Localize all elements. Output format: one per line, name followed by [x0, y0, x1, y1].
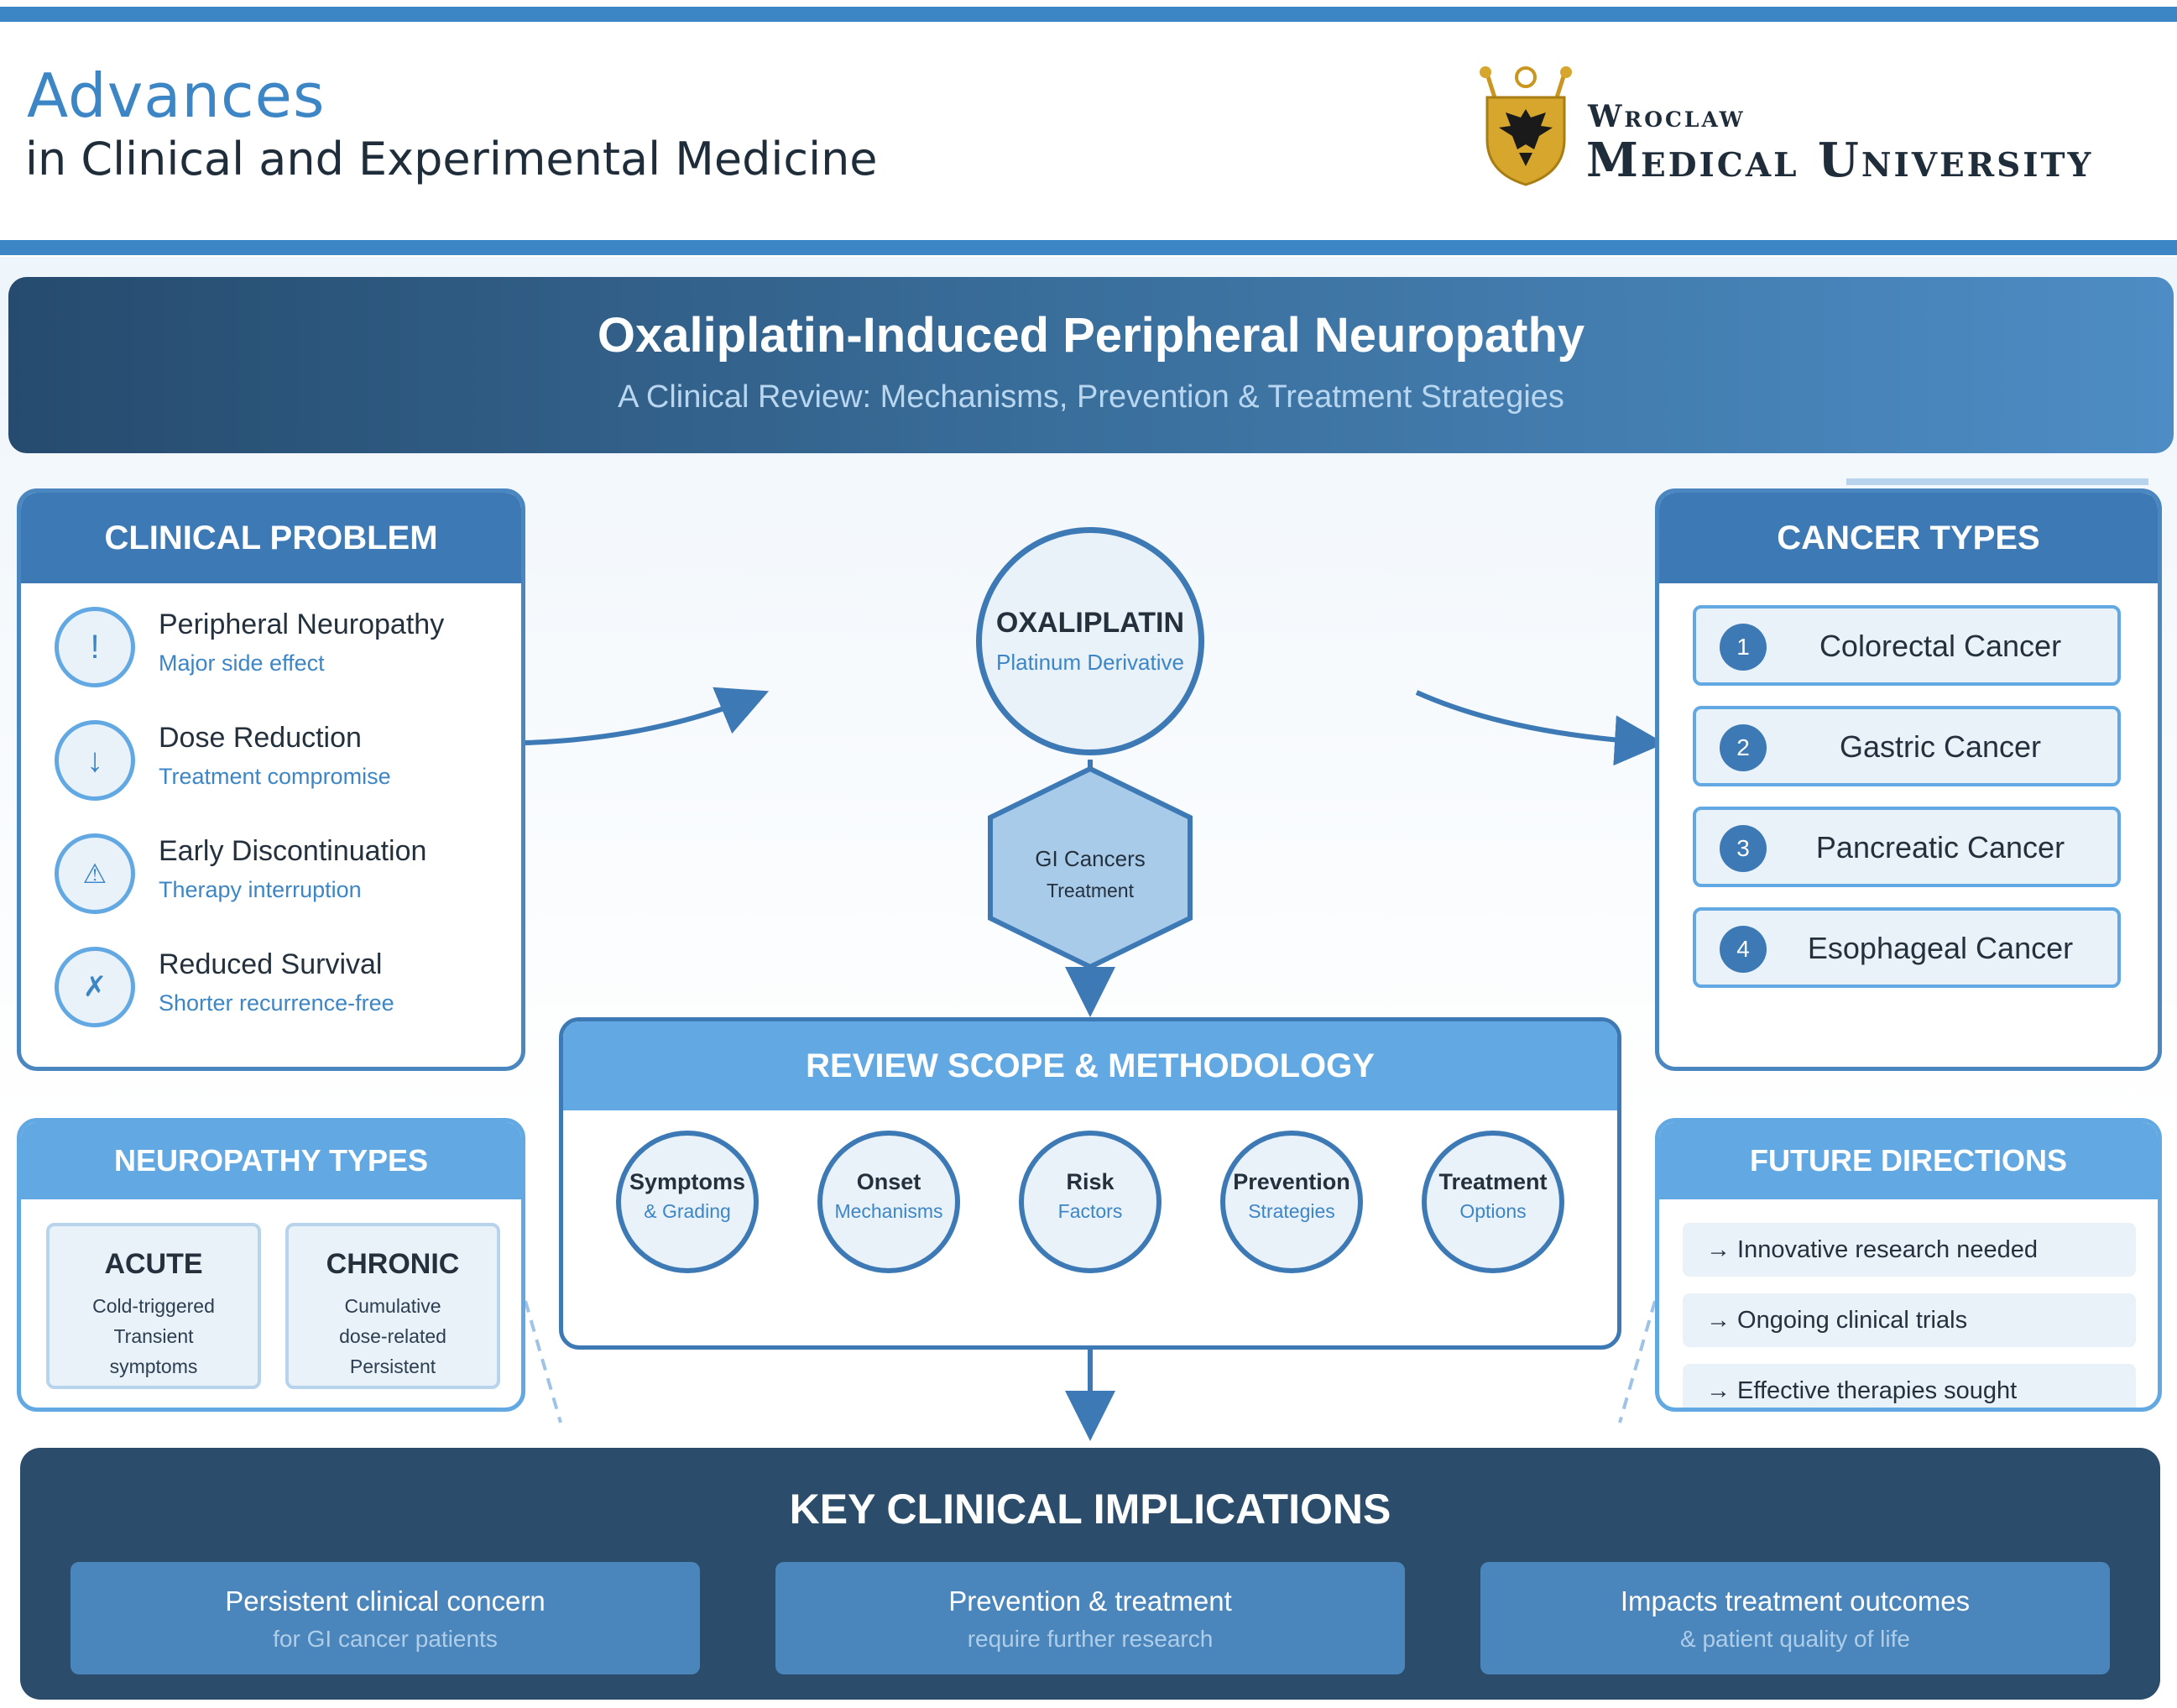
methodology-heading: REVIEW SCOPE & METHODOLOGY	[563, 1021, 1617, 1110]
main-title: Oxaliplatin-Induced Peripheral Neuropath…	[597, 308, 1585, 363]
method-title: Prevention	[1233, 1169, 1350, 1194]
problem-sub: Major side effect	[159, 650, 325, 676]
clinical-problem-heading: CLINICAL PROBLEM	[21, 493, 521, 583]
problem-sub: Treatment compromise	[159, 764, 391, 789]
cancer-label: Esophageal Cancer	[1807, 931, 2074, 965]
down-arrow-icon: ↓	[55, 720, 135, 801]
future-directions-panel: FUTURE DIRECTIONS → Innovative research …	[1655, 1118, 2162, 1412]
method-sub: Mechanisms	[834, 1200, 943, 1222]
chronic-title: CHRONIC	[326, 1248, 460, 1280]
method-symptoms: Symptoms & Grading	[616, 1131, 759, 1273]
method-sub: Options	[1459, 1200, 1527, 1222]
future-directions-heading: FUTURE DIRECTIONS	[1659, 1122, 2158, 1199]
cancer-number-badge: 2	[1720, 724, 1767, 771]
future-item: → Ongoing clinical trials	[1683, 1293, 2136, 1347]
implications-heading: KEY CLINICAL IMPLICATIONS	[789, 1486, 1391, 1533]
cancer-item-gastric: 2 Gastric Cancer	[1693, 706, 2121, 786]
cancer-label: Pancreatic Cancer	[1815, 830, 2065, 864]
cancer-types-heading: CANCER TYPES	[1659, 493, 2158, 583]
chronic-line: Cumulative	[344, 1295, 441, 1317]
neuropathy-types-panel: NEUROPATHY TYPES ACUTE Cold-triggered Tr…	[17, 1118, 525, 1412]
exclamation-icon: !	[55, 607, 135, 687]
header-bottom-rule	[0, 240, 2177, 255]
problem-title: Reduced Survival	[159, 948, 383, 980]
dashed-right-link	[1618, 1300, 1657, 1423]
journal-title-main: Advances	[27, 60, 326, 131]
university-crest-icon	[1480, 66, 1572, 186]
acute-line: symptoms	[109, 1355, 198, 1377]
oxaliplatin-sublabel: Platinum Derivative	[996, 650, 1184, 675]
methodology-panel: REVIEW SCOPE & METHODOLOGY Symptoms & Gr…	[559, 1017, 1621, 1350]
problem-item: ↓ Dose Reduction Treatment compromise	[55, 717, 508, 809]
warning-icon: ⚠	[55, 833, 135, 914]
cancer-label: Colorectal Cancer	[1819, 629, 2062, 663]
implication-title: Prevention & treatment	[948, 1585, 1232, 1617]
hexagon-label: GI Cancers	[1035, 846, 1146, 871]
implication-card: Persistent clinical concern for GI cance…	[70, 1562, 700, 1674]
arrow-drug-to-cancers	[1415, 690, 1665, 766]
implication-card: Impacts treatment outcomes & patient qua…	[1480, 1562, 2110, 1674]
problem-item: ! Peripheral Neuropathy Major side effec…	[55, 603, 508, 696]
problem-sub: Shorter recurrence-free	[159, 990, 394, 1016]
oxaliplatin-label: OXALIPLATIN	[995, 607, 1185, 639]
university-name-main: Medical University	[1586, 133, 2094, 188]
implication-sub: for GI cancer patients	[273, 1626, 498, 1652]
gi-cancers-hexagon	[988, 765, 1193, 970]
method-onset: Onset Mechanisms	[817, 1131, 960, 1273]
cancer-item-colorectal: 1 Colorectal Cancer	[1693, 605, 2121, 686]
cancer-number-badge: 4	[1720, 926, 1767, 973]
acute-title: ACUTE	[104, 1248, 203, 1280]
chronic-line: dose-related	[339, 1325, 446, 1347]
cancer-item-esophageal: 4 Esophageal Cancer	[1693, 907, 2121, 988]
cancer-item-pancreatic: 3 Pancreatic Cancer	[1693, 807, 2121, 887]
top-rule	[0, 7, 2177, 22]
method-risk: Risk Factors	[1019, 1131, 1162, 1273]
problem-title: Dose Reduction	[159, 722, 362, 754]
implication-sub: & patient quality of life	[1680, 1626, 1910, 1652]
problem-sub: Therapy interruption	[159, 877, 362, 902]
accent-rule	[1846, 478, 2148, 485]
future-item: → Effective therapies sought	[1683, 1364, 2136, 1408]
cancer-label: Gastric Cancer	[1839, 729, 2042, 764]
cancer-number-badge: 3	[1720, 825, 1767, 872]
future-item: → Innovative research needed	[1683, 1223, 2136, 1277]
acute-line: Cold-triggered	[92, 1295, 215, 1317]
cancer-number-badge: 1	[1720, 624, 1767, 671]
main-subtitle: A Clinical Review: Mechanisms, Preventio…	[618, 379, 1564, 415]
clinical-problem-panel: CLINICAL PROBLEM ! Peripheral Neuropathy…	[17, 488, 525, 1071]
implication-title: Impacts treatment outcomes	[1620, 1585, 1971, 1617]
chronic-line: Persistent	[349, 1355, 436, 1377]
acute-line: Transient	[113, 1325, 194, 1347]
method-sub: Factors	[1057, 1200, 1123, 1222]
arrow-problem-to-drug	[525, 687, 770, 745]
implications-panel: KEY CLINICAL IMPLICATIONS Persistent cli…	[20, 1448, 2160, 1700]
implication-sub: require further research	[967, 1626, 1214, 1652]
neuropathy-types-heading: NEUROPATHY TYPES	[21, 1122, 521, 1199]
method-title: Risk	[1066, 1169, 1115, 1194]
problem-item: ⚠ Early Discontinuation Therapy interrup…	[55, 830, 508, 922]
method-sub: & Grading	[644, 1200, 731, 1222]
method-title: Treatment	[1438, 1169, 1548, 1194]
problem-item: ✗ Reduced Survival Shorter recurrence-fr…	[55, 943, 508, 1036]
university-name-top: Wroclaw	[1588, 99, 1746, 134]
journal-title-sub: in Clinical and Experimental Medicine	[25, 133, 878, 185]
cancer-types-panel: CANCER TYPES 1 Colorectal Cancer 2 Gastr…	[1655, 488, 2162, 1071]
method-treatment: Treatment Options	[1422, 1131, 1564, 1273]
cross-icon: ✗	[55, 947, 135, 1027]
method-title: Onset	[856, 1169, 921, 1194]
method-prevention: Prevention Strategies	[1220, 1131, 1363, 1273]
problem-title: Peripheral Neuropathy	[159, 609, 445, 640]
hexagon-sublabel: Treatment	[1047, 880, 1134, 901]
implication-card: Prevention & treatment require further r…	[775, 1562, 1405, 1674]
dashed-left-link	[524, 1300, 562, 1423]
problem-title: Early Discontinuation	[159, 835, 427, 867]
implication-title: Persistent clinical concern	[225, 1585, 546, 1617]
method-title: Symptoms	[629, 1169, 746, 1194]
chronic-card: CHRONIC Cumulative dose-related Persiste…	[285, 1223, 500, 1389]
acute-card: ACUTE Cold-triggered Transient symptoms	[46, 1223, 261, 1389]
method-sub: Strategies	[1248, 1200, 1335, 1222]
oxaliplatin-node: OXALIPLATIN Platinum Derivative	[976, 527, 1204, 755]
title-banner: Oxaliplatin-Induced Peripheral Neuropath…	[8, 277, 2174, 453]
